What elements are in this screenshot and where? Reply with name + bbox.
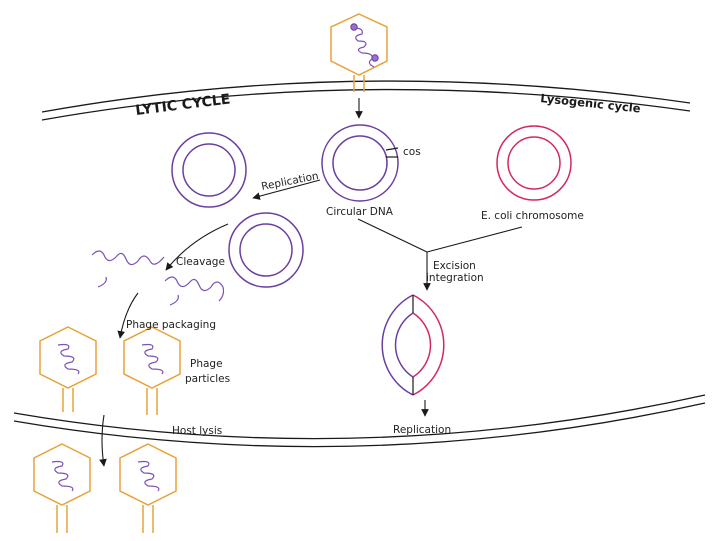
circular-dna-label: Circular DNA: [326, 206, 394, 218]
cleavage-label: Cleavage: [176, 256, 225, 268]
bottom-membrane-inner: [13, 402, 706, 448]
replicated-circle-2: [228, 212, 304, 288]
lysis-arrow: [99, 414, 107, 467]
excision-label: Excision: [433, 260, 476, 272]
injecting-phage: [330, 13, 388, 92]
dna-end-dot: [350, 23, 358, 31]
particles-label: particles: [185, 373, 230, 385]
bottom-membrane-outer: [13, 394, 706, 440]
integrated-circle: [381, 294, 445, 396]
linear-dna-4: [169, 294, 179, 306]
linear-dna-1: [91, 250, 165, 266]
cos-site: [385, 147, 399, 151]
dna-end-dot: [371, 54, 379, 62]
circular-dna: [321, 124, 399, 202]
top-membrane-inner: [41, 88, 691, 121]
replication-bottom-label: Replication: [393, 424, 451, 436]
integration-label: integration: [426, 272, 484, 284]
linear-dna-3: [164, 276, 225, 302]
replication-arrow: [252, 179, 321, 200]
released-phage-1: [33, 443, 91, 533]
integration-line-left: [357, 218, 428, 253]
ecoli-chromosome-label: E. coli chromosome: [481, 210, 584, 222]
packaging-arrow: [117, 292, 139, 339]
phage-particle-1: [39, 326, 97, 412]
replication-label: Replication: [260, 170, 319, 193]
host-lysis-label: Host lysis: [172, 425, 222, 437]
phage-label: Phage: [190, 358, 223, 370]
replicated-circle-1: [171, 132, 247, 208]
phage-packaging-label: Phage packaging: [126, 319, 216, 331]
released-phage-2: [119, 443, 177, 533]
top-membrane-outer: [41, 80, 691, 113]
injecting-phage-dna: [353, 27, 375, 68]
linear-dna-2: [97, 276, 107, 288]
cleavage-arrow: [165, 223, 229, 271]
injecting-phage-capsid: [330, 13, 388, 76]
phage-particle-2: [123, 326, 181, 415]
integration-line-right: [426, 226, 523, 253]
cos-label: cos: [403, 146, 421, 158]
ecoli-chromosome: [496, 125, 572, 201]
